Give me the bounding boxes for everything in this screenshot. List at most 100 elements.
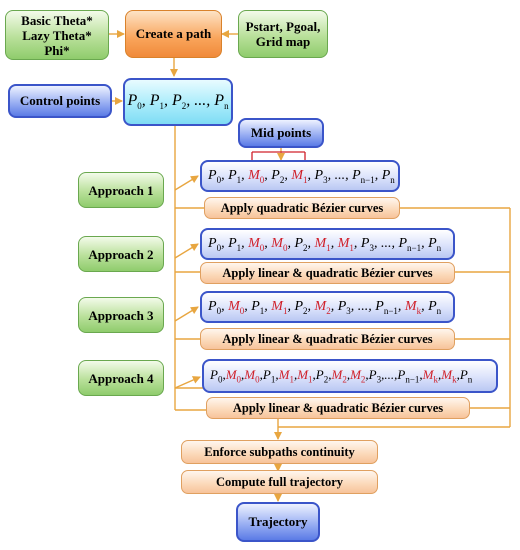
control-point-symbol: Pn−1 <box>398 235 422 253</box>
approach-4-box: Approach 4 <box>78 360 164 396</box>
algorithm-basic-theta: Basic Theta* <box>21 12 93 28</box>
apply-3-box: Apply linear & quadratic Bézier curves <box>200 328 455 350</box>
sequence-separator: , ..., <box>327 167 353 183</box>
sequence-1: P0, P1, M0, P2, M1, P3, ..., Pn−1, Pn <box>208 168 395 185</box>
sequence-separator: , <box>164 92 172 110</box>
sequence-separator: , <box>241 235 249 251</box>
mid-point-symbol: M0 <box>228 298 245 316</box>
control-point-symbol: P0 <box>208 298 222 316</box>
sequence-separator: , <box>307 298 315 314</box>
branch-seq4 <box>174 376 201 389</box>
sequence-separator: , <box>365 367 369 383</box>
control-point-symbol: P1 <box>251 298 265 316</box>
approach-2-box: Approach 2 <box>78 236 164 272</box>
control-point-symbol: Pn−1 <box>375 298 398 316</box>
control-points-sequence: P0, P1, P2, ..., Pn <box>127 92 228 111</box>
apply-4-label: Apply linear & quadratic Bézier curves <box>232 400 444 415</box>
sequence-separator: , <box>287 235 295 251</box>
control-point-symbol: P1 <box>228 235 242 253</box>
sequence-separator: , ..., <box>373 235 399 251</box>
mid-point-symbol: M1 <box>314 235 331 253</box>
sequence-separator: , <box>284 167 292 183</box>
mid-point-symbol: M2 <box>314 298 331 316</box>
control-point-symbol: Pn <box>214 92 229 112</box>
sequence-separator: , <box>438 367 442 383</box>
sequence-separator: , <box>141 92 150 110</box>
control-point-symbol: P2 <box>271 167 285 185</box>
sequence-separator: , <box>456 367 460 383</box>
sequence-separator: , <box>244 298 252 314</box>
algorithm-phi: Phi* <box>44 42 70 58</box>
control-point-symbol: P1 <box>262 367 276 385</box>
approach-4-label: Approach 4 <box>88 370 154 386</box>
sequence-separator: , ..., <box>350 298 376 314</box>
continuity-box: Enforce subpaths continuity <box>181 440 378 464</box>
mid-point-symbol: M1 <box>271 298 288 316</box>
control-point-symbol: Pn <box>428 235 442 253</box>
create-path-box: Create a path <box>125 10 222 58</box>
mid-point-symbol: Mk <box>422 367 438 385</box>
sequence-2-box: P0, P1, M0, M0, P2, M1, M1, P3, ..., Pn−… <box>200 228 455 260</box>
sequence-separator: , <box>346 367 351 383</box>
control-point-symbol: P3 <box>368 367 382 385</box>
sequence-separator: , <box>222 367 226 383</box>
sequence-separator: ,..., <box>381 367 398 383</box>
control-point-symbol: P3 <box>337 298 351 316</box>
control-point-symbol: Pn−1 <box>352 167 375 185</box>
sequence-separator: , <box>328 367 332 383</box>
sequence-separator: , <box>275 367 279 383</box>
branch-seq2 <box>174 243 199 259</box>
control-points-label-box: Control points <box>8 84 112 118</box>
create-path-label: Create a path <box>135 26 212 41</box>
mid-point-symbol: M0 <box>248 167 265 185</box>
control-point-symbol: P2 <box>315 367 329 385</box>
mid-point-symbol: M1 <box>297 367 313 385</box>
compute-label: Compute full trajectory <box>215 474 344 489</box>
mid-point-symbol: M0 <box>244 367 260 385</box>
sequence-separator: , <box>259 367 263 383</box>
sequence-3: P0, M0, P1, M1, P2, M2, P3, ..., Pn−1, M… <box>208 299 441 316</box>
apply-4-box: Apply linear & quadratic Bézier curves <box>206 397 470 419</box>
approach-1-label: Approach 1 <box>88 182 154 198</box>
approach-1-box: Approach 1 <box>78 172 164 208</box>
compute-box: Compute full trajectory <box>181 470 378 494</box>
control-point-symbol: P2 <box>294 298 308 316</box>
control-point-symbol: P2 <box>294 235 308 253</box>
sequence-separator: , <box>330 235 338 251</box>
apply-2-box: Apply linear & quadratic Bézier curves <box>200 262 455 284</box>
control-point-symbol: P1 <box>149 92 164 112</box>
apply-3-label: Apply linear & quadratic Bézier curves <box>222 331 433 346</box>
approach-2-label: Approach 2 <box>88 246 154 262</box>
inputs-line1: Pstart, Pgoal, <box>245 19 321 34</box>
trajectory-box: Trajectory <box>236 502 320 542</box>
sequence-1-box: P0, P1, M0, P2, M1, P3, ..., Pn−1, Pn <box>200 160 400 192</box>
sequence-separator: , <box>287 298 295 314</box>
mid-point-symbol: M0 <box>225 367 242 385</box>
approach-3-box: Approach 3 <box>78 297 164 333</box>
sequence-separator: , <box>374 167 382 183</box>
mid-point-symbol: M1 <box>337 235 354 253</box>
control-point-symbol: Pn <box>381 167 395 185</box>
apply-1-box: Apply quadratic Bézier curves <box>204 197 400 219</box>
mid-point-symbol: M0 <box>248 235 265 253</box>
algorithms-box: Basic Theta* Lazy Theta* Phi* <box>5 10 109 60</box>
sequence-separator: , <box>264 235 272 251</box>
sequence-separator: , <box>419 367 423 383</box>
sequence-separator: , <box>221 235 229 251</box>
branch-seq3 <box>174 306 199 322</box>
sequence-separator: , ..., <box>186 92 215 110</box>
sequence-separator: , <box>221 298 229 314</box>
mid-points-label: Mid points <box>250 125 312 140</box>
mid-point-symbol: Mk <box>404 298 422 316</box>
sequence-separator: , <box>264 298 272 314</box>
trajectory-label: Trajectory <box>248 514 308 529</box>
approach-3-label: Approach 3 <box>88 307 154 323</box>
control-point-symbol: Pn <box>459 367 473 385</box>
sequence-separator: , <box>241 167 249 183</box>
mid-point-symbol: M1 <box>291 167 308 185</box>
mid-point-symbol: M1 <box>278 367 294 385</box>
sequence-4-box: P0,M0,M0,P1,M1,M1,P2,M2,M2,P3,...,Pn−1,M… <box>202 359 498 393</box>
sequence-separator: , <box>221 167 229 183</box>
inputs-line2: Grid map <box>255 34 311 49</box>
control-point-symbol: P0 <box>208 235 222 253</box>
